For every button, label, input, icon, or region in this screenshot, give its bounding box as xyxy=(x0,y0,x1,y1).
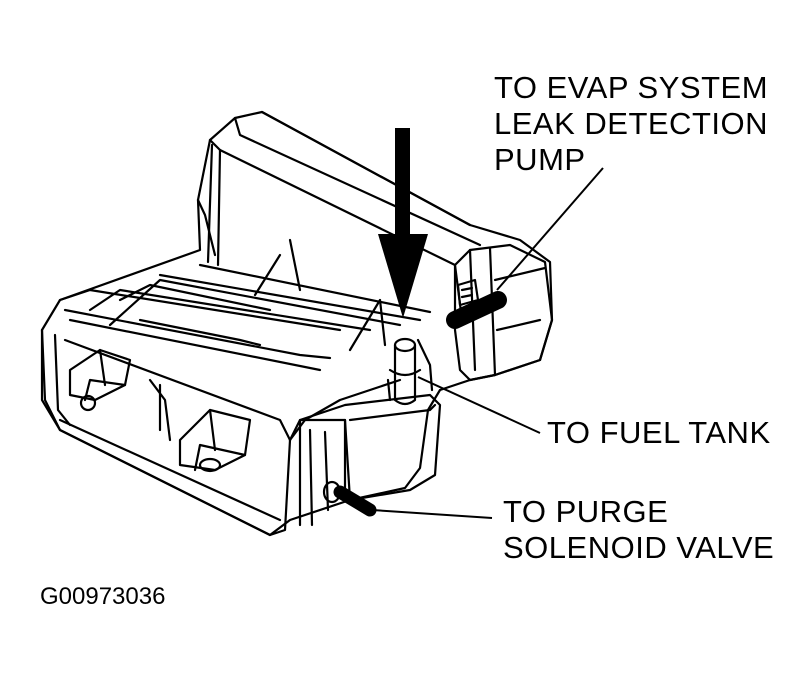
purge-hose xyxy=(333,485,377,517)
callout-fuel-line1: TO FUEL TANK xyxy=(547,415,771,450)
leader-line-purge xyxy=(371,509,493,519)
callout-fuel-tank: TO FUEL TANK xyxy=(547,415,771,451)
callout-purge-line1: TO PURGE xyxy=(503,494,669,529)
canister-front-face xyxy=(40,328,402,537)
canister-top-ribs xyxy=(58,263,432,332)
callout-evap-line2: LEAK DETECTION xyxy=(494,106,768,141)
leader-line-fuel-tank xyxy=(417,376,541,434)
callout-evap-line1: TO EVAP SYSTEM xyxy=(494,70,769,105)
callout-evap-leak-detection-pump: TO EVAP SYSTEM LEAK DETECTION PUMP xyxy=(494,70,768,178)
down-arrow-icon xyxy=(378,128,428,318)
purge-port-housing xyxy=(298,393,442,502)
ldp-hose xyxy=(446,291,507,329)
callout-evap-line3: PUMP xyxy=(494,142,586,177)
figure-id-label: G00973036 xyxy=(40,583,166,610)
ldp-port-housing xyxy=(453,243,554,382)
callout-purge-solenoid-valve: TO PURGE SOLENOID VALVE xyxy=(503,494,774,566)
callout-purge-line2: SOLENOID VALVE xyxy=(503,530,775,565)
front-bracket-middle xyxy=(178,408,252,472)
leader-line-evap xyxy=(496,167,604,291)
fuel-tank-nipple xyxy=(393,343,417,406)
